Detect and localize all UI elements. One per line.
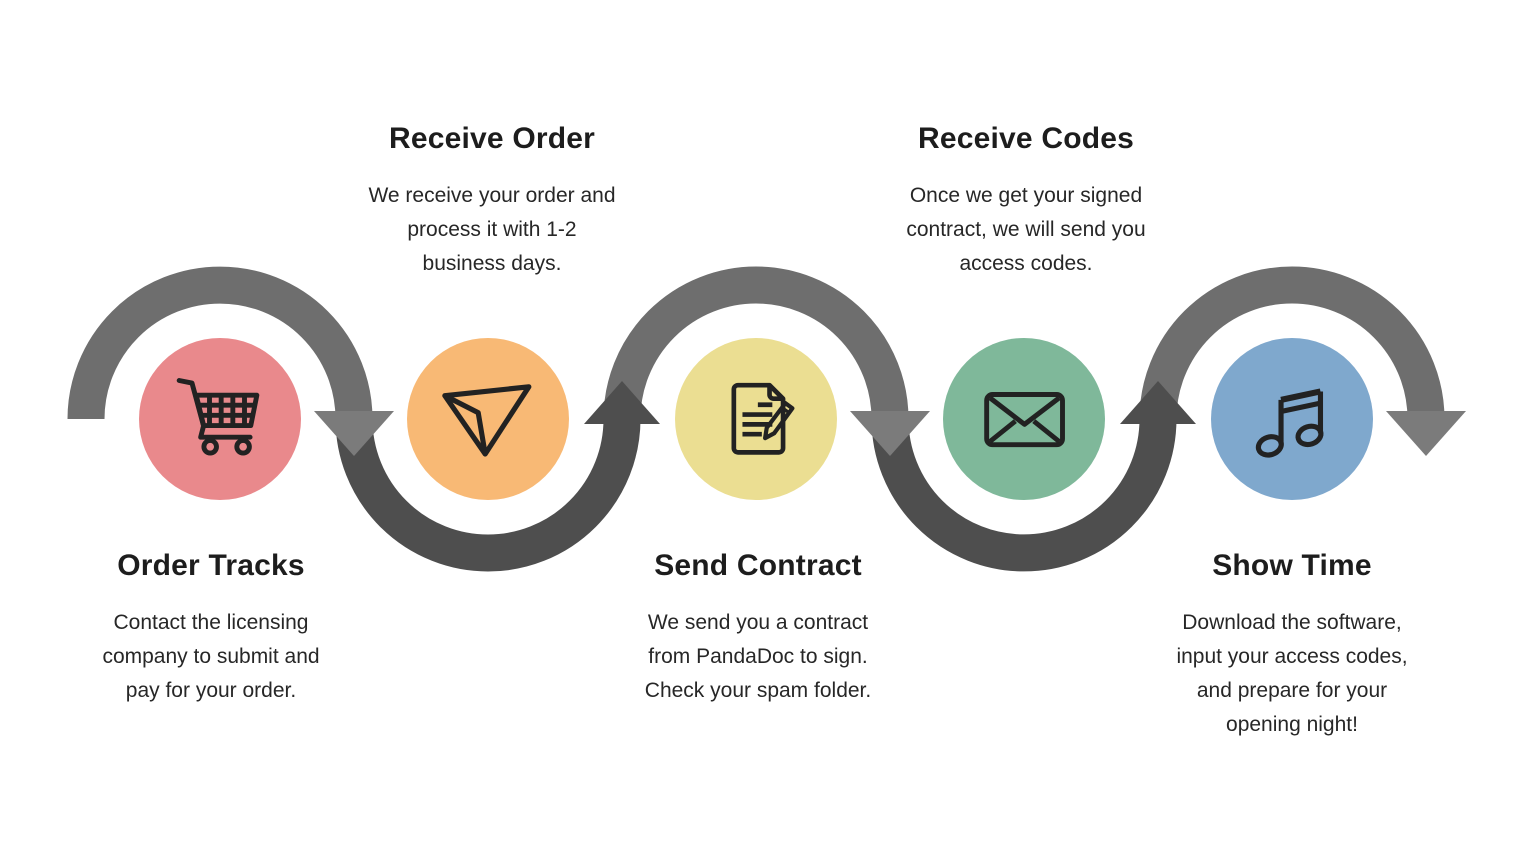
step-description: Once we get your signed contract, we wil… [906, 184, 1146, 275]
step-circle-order-tracks [139, 338, 301, 500]
flow-arc-4 [871, 418, 1177, 572]
paper-plane-icon [442, 384, 532, 457]
step-title: Receive Order [388, 122, 596, 155]
step-circle-show-time [1211, 338, 1373, 500]
step-label-receive-codes: Receive Codes Once we get your signed co… [846, 121, 1206, 281]
step-label-receive-order: Receive Order We receive your order and … [312, 121, 672, 281]
arrow-down-icon [850, 411, 930, 456]
step-label-order-tracks: Order Tracks Contact the licensing compa… [31, 548, 391, 708]
step-description: We send you a contract from PandaDoc to … [644, 611, 872, 702]
envelope-icon [984, 392, 1065, 448]
step-description: Contact the licensing company to submit … [102, 611, 320, 702]
arrow-up-icon [1120, 381, 1196, 424]
step-label-show-time: Show Time Download the software, input y… [1112, 548, 1472, 742]
step-title: Send Contract [654, 549, 862, 582]
shopping-cart-icon [176, 378, 260, 456]
arrow-down-icon [1386, 411, 1466, 456]
flow-arc-1 [67, 266, 373, 420]
step-label-send-contract: Send Contract We send you a contract fro… [578, 548, 938, 708]
contract-document-icon [731, 382, 795, 455]
step-circle-receive-codes [943, 338, 1105, 500]
arrow-up-icon [584, 381, 660, 424]
step-description: We receive your order and process it wit… [368, 184, 616, 275]
step-title: Show Time [1212, 549, 1372, 582]
step-circle-send-contract [675, 338, 837, 500]
flow-arc-2 [335, 418, 641, 572]
music-note-icon [1255, 388, 1324, 458]
arrow-down-icon [314, 411, 394, 456]
step-description: Download the software, input your access… [1176, 611, 1408, 736]
step-circle-receive-order [407, 338, 569, 500]
flow-arc-5 [1139, 266, 1445, 420]
flow-arc-3 [603, 266, 909, 420]
step-title: Receive Codes [917, 122, 1135, 155]
step-title: Order Tracks [117, 549, 305, 582]
